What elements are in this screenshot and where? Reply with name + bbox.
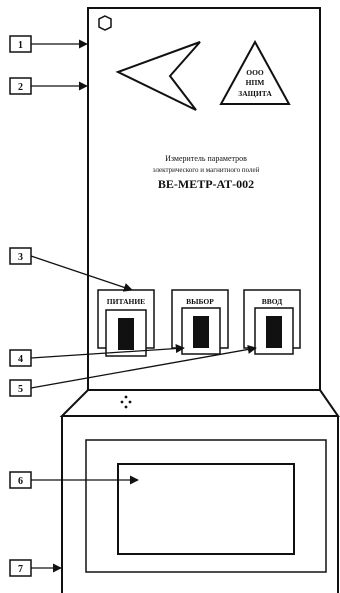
speaker-holes-icon: [120, 395, 132, 409]
callout-1: 1: [9, 35, 32, 53]
svg-text:1: 1: [18, 40, 23, 51]
power-button[interactable]: [118, 318, 134, 350]
callout-2: 2: [9, 77, 32, 95]
svg-text:4: 4: [18, 354, 23, 365]
callout-3: 3: [9, 247, 32, 265]
svg-text:6: 6: [18, 476, 23, 487]
screw-hexagon-icon: [98, 15, 112, 31]
enter-button[interactable]: [266, 316, 282, 348]
select-button-label: ВЫБОР: [186, 297, 214, 306]
leader-arrow-5: [30, 344, 257, 389]
power-button-label: ПИТАНИЕ: [107, 297, 145, 306]
svg-text:7: 7: [18, 564, 23, 575]
logo-text-line-2: НПМ: [246, 78, 265, 87]
case-bevel: [59, 389, 340, 417]
select-button[interactable]: [193, 316, 209, 348]
caption-line-2: электрического и магнитного полей: [153, 166, 260, 174]
leader-arrow-3: [30, 255, 133, 292]
caption-line-1: Измеритель параметров: [165, 154, 247, 163]
leader-arrow-4: [30, 343, 185, 359]
callout-7: 7: [9, 559, 32, 577]
device-model-title: ВЕ-МЕТР-АТ-002: [158, 177, 254, 191]
svg-text:2: 2: [18, 82, 23, 93]
callout-6: 6: [9, 471, 32, 489]
svg-text:5: 5: [18, 384, 23, 395]
enter-button-label: ВВОД: [262, 297, 283, 306]
display-screen: [117, 463, 295, 555]
callout-4: 4: [9, 349, 32, 367]
lower-case-body: [61, 416, 339, 593]
svg-text:3: 3: [18, 252, 23, 263]
chevron-logo-icon: [115, 41, 201, 111]
company-triangle-logo: [219, 39, 291, 105]
callout-5: 5: [9, 379, 32, 397]
logo-text-line-1: ООО: [246, 68, 264, 77]
logo-text-line-3: ЗАЩИТА: [238, 89, 272, 98]
